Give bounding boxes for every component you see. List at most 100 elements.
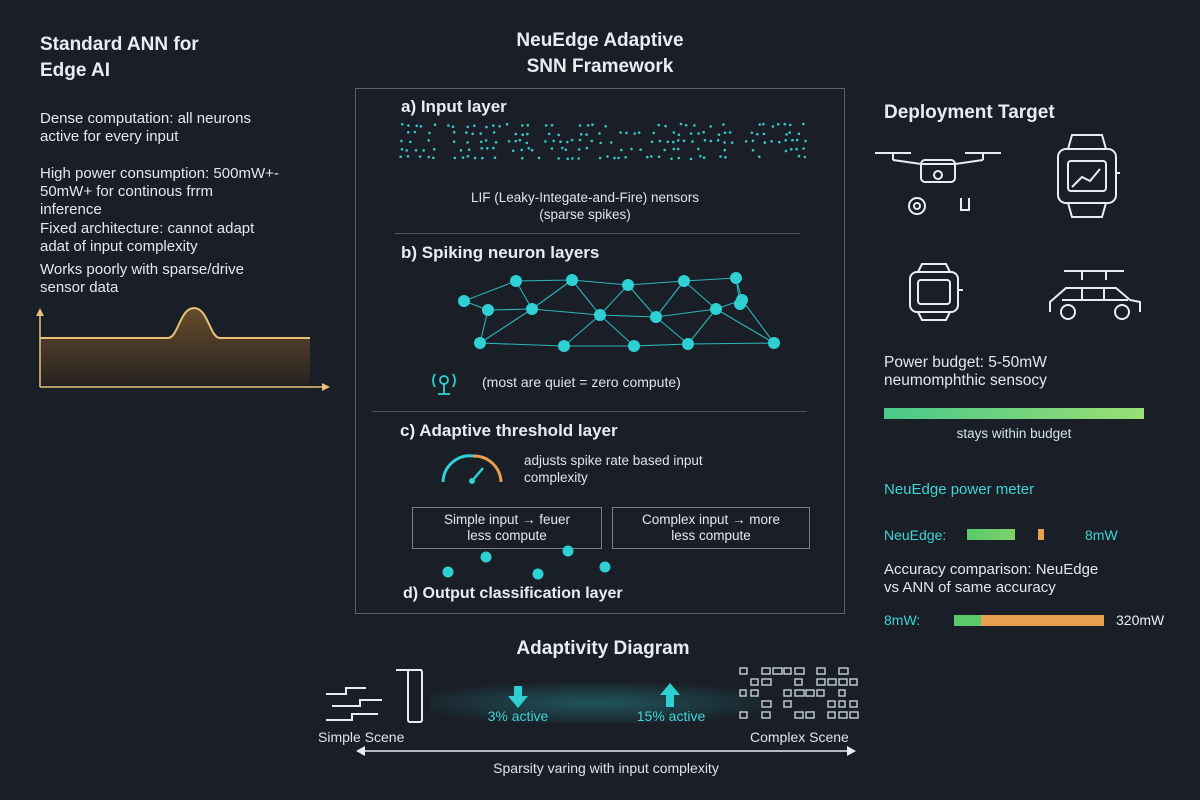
input-spike — [494, 141, 498, 144]
synapse-edge — [655, 316, 689, 345]
activity-glow — [430, 683, 760, 723]
synapse-edge — [599, 284, 629, 316]
input-spike — [422, 149, 425, 152]
spiking-neuron — [768, 337, 780, 349]
input-spike — [481, 156, 484, 160]
input-spike — [657, 155, 661, 159]
synapse-edge — [687, 342, 775, 345]
input-spike — [657, 123, 660, 127]
synapse-edge — [655, 280, 685, 318]
input-spike — [763, 141, 767, 144]
input-spike — [652, 131, 656, 135]
input-spike — [578, 138, 582, 142]
input-spike — [672, 140, 675, 144]
input-spike — [400, 123, 404, 126]
scene-detail — [783, 700, 792, 708]
input-spike — [639, 148, 642, 151]
spiking-neuron — [594, 309, 606, 321]
input-spike — [407, 124, 410, 127]
synapse-edge — [715, 308, 775, 344]
scene-detail — [838, 667, 849, 675]
input-spike — [405, 149, 408, 152]
accuracy-comparison-text: Accuracy comparison: NeuEdge vs ANN of s… — [884, 561, 1099, 596]
input-layer-caption: LIF (Leaky-Integate-and-Fire) nensors (s… — [470, 190, 700, 222]
drone-icon — [875, 152, 1001, 215]
ann-point-power: High power consumption: 500mW+- 50mW+ fo… — [40, 165, 279, 218]
spiking-neuron — [458, 295, 470, 307]
scene-detail — [816, 667, 826, 675]
input-spike — [630, 147, 633, 151]
synapse-edge — [627, 280, 685, 286]
scene-detail — [761, 700, 772, 708]
power-meter-tip — [1038, 529, 1044, 540]
synapse-edge — [599, 314, 635, 347]
input-spike — [479, 132, 482, 135]
input-spike — [606, 155, 609, 158]
input-spike — [770, 140, 773, 143]
input-spike — [544, 124, 548, 127]
input-spike — [492, 146, 495, 150]
scene-detail — [849, 711, 859, 719]
adaptive-threshold-caption: adjusts spike rate based input complexit… — [524, 453, 703, 485]
input-spike — [691, 140, 694, 143]
input-spike — [577, 148, 581, 151]
power-meter-fill — [967, 529, 1015, 540]
input-spike — [789, 123, 792, 127]
complex-scene-label: Complex Scene — [750, 729, 849, 745]
input-spike — [663, 148, 666, 152]
input-spike — [682, 139, 686, 143]
input-spike — [699, 154, 702, 158]
input-spike — [803, 155, 807, 159]
input-spike — [414, 149, 418, 152]
input-spike — [493, 156, 497, 159]
input-spike — [650, 140, 654, 144]
input-spike — [447, 124, 450, 127]
scene-detail — [838, 700, 846, 708]
input-spike — [406, 131, 410, 134]
input-spike — [400, 139, 403, 143]
compare-neuedge-segment — [954, 615, 981, 626]
compare-neuedge-label: 8mW: — [884, 612, 921, 628]
synapse-edge — [463, 280, 517, 302]
input-spike — [419, 125, 423, 128]
synapse-edge — [627, 284, 657, 318]
input-spike — [730, 141, 734, 144]
spiking-layers-heading: b) Spiking neuron layers — [401, 243, 600, 262]
spiking-neuron — [730, 272, 742, 284]
input-spike — [480, 147, 483, 150]
input-spike — [413, 130, 417, 134]
input-spike — [591, 123, 594, 126]
input-spike — [466, 154, 470, 158]
snn-title: NeuEdge Adaptive SNN Framework — [516, 30, 684, 77]
scene-detail — [816, 689, 825, 697]
input-spike — [791, 138, 794, 142]
scene-detail — [772, 667, 783, 675]
gauge-icon — [441, 454, 503, 484]
scene-detail — [761, 667, 771, 675]
input-spike — [571, 157, 574, 160]
input-spike — [428, 131, 431, 135]
output-neurons — [442, 545, 611, 580]
input-spike — [511, 149, 515, 153]
input-spike — [758, 123, 761, 126]
input-spike — [521, 156, 524, 160]
input-spike — [709, 125, 712, 128]
input-spike — [473, 156, 477, 160]
input-spike — [697, 147, 700, 151]
input-spike-raster — [399, 122, 807, 161]
input-spike — [409, 140, 412, 144]
input-spike — [505, 122, 509, 126]
input-spike — [744, 140, 748, 143]
input-spike — [451, 125, 455, 129]
synapse-edge — [741, 299, 775, 344]
input-spike — [521, 124, 524, 127]
synapse-edge — [683, 280, 717, 310]
input-spike — [693, 124, 696, 127]
synapse-edge — [571, 279, 629, 286]
divider — [372, 411, 807, 412]
input-spike — [624, 156, 627, 159]
input-spike — [617, 156, 620, 160]
scene-detail — [838, 689, 846, 697]
input-spike — [498, 125, 501, 128]
synapse-edge — [531, 279, 573, 310]
